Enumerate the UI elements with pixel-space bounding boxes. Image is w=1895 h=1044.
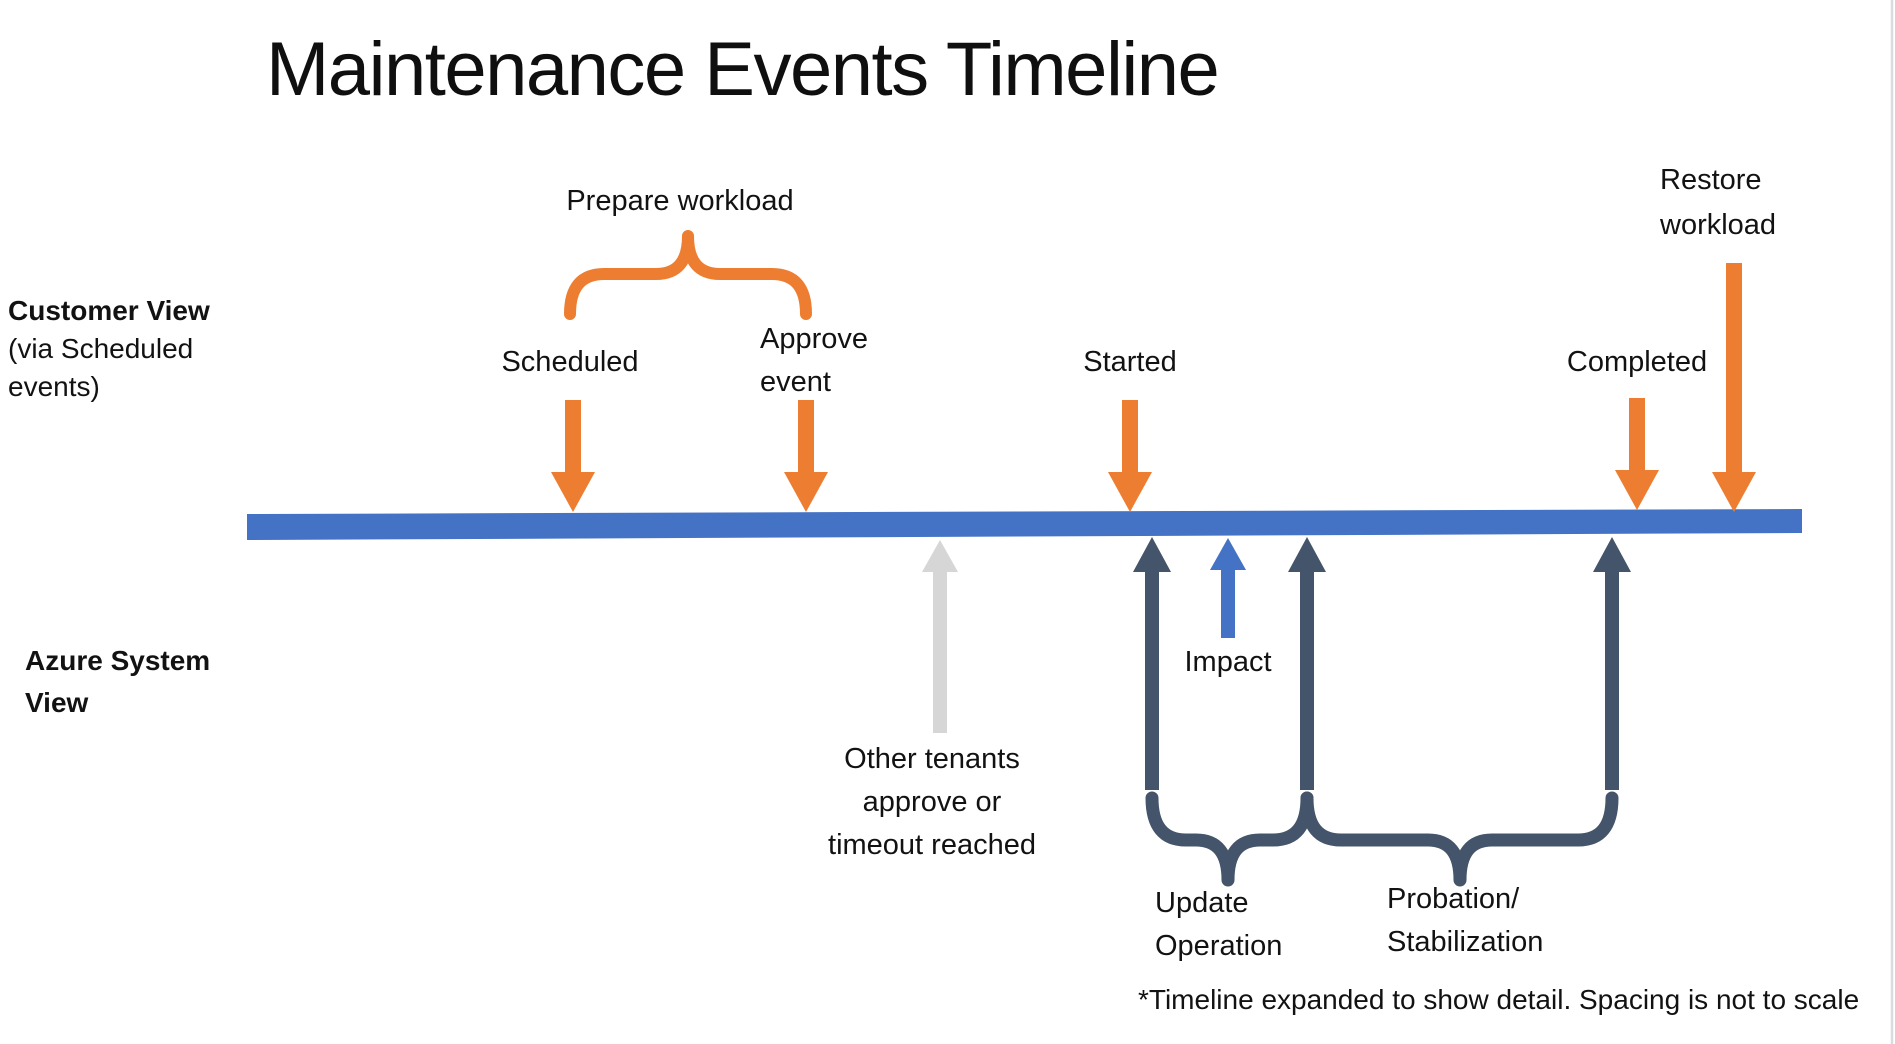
- prepare-workload-label: Prepare workload: [566, 185, 794, 217]
- completed-arrow-icon: [1615, 398, 1659, 510]
- started-label: Started: [1083, 346, 1177, 378]
- approve-event-label: Approve event: [760, 323, 869, 398]
- prepare-workload-brace-icon: [564, 230, 812, 320]
- customer-view-lane-label: Customer View: [8, 295, 210, 326]
- impact-label: Impact: [1184, 646, 1272, 678]
- probation-end-arrow-icon: [1593, 537, 1631, 790]
- scheduled-label: Scheduled: [501, 346, 639, 378]
- started-arrow-icon: [1108, 400, 1152, 512]
- update-start-arrow-icon: [1133, 537, 1171, 790]
- azure-system-view-lane-label: Azure System View: [25, 645, 211, 718]
- impact-arrow-icon: [1210, 538, 1246, 638]
- other-tenants-arrow-icon: [922, 540, 958, 733]
- other-tenants-label: Other tenants approve or timeout reached: [828, 743, 1036, 861]
- timeline-bar: [247, 509, 1802, 540]
- customer-view-lane-sublabel: (via Scheduled events): [8, 333, 194, 402]
- probation-stabilization-label: Probation/ Stabilization: [1387, 883, 1544, 958]
- update-end-arrow-icon: [1288, 537, 1326, 790]
- restore-workload-arrow-icon: [1712, 263, 1756, 512]
- page-title: Maintenance Events Timeline: [266, 27, 1220, 112]
- probation-brace-icon: [1300, 791, 1619, 887]
- footnote: *Timeline expanded to show detail. Spaci…: [1138, 984, 1860, 1015]
- restore-workload-label: Restore workload: [1660, 164, 1777, 241]
- update-operation-brace-icon: [1145, 791, 1314, 887]
- update-operation-label: Update Operation: [1155, 887, 1283, 962]
- completed-label: Completed: [1566, 346, 1708, 378]
- approve-event-arrow-icon: [784, 400, 828, 512]
- scheduled-arrow-icon: [551, 400, 595, 512]
